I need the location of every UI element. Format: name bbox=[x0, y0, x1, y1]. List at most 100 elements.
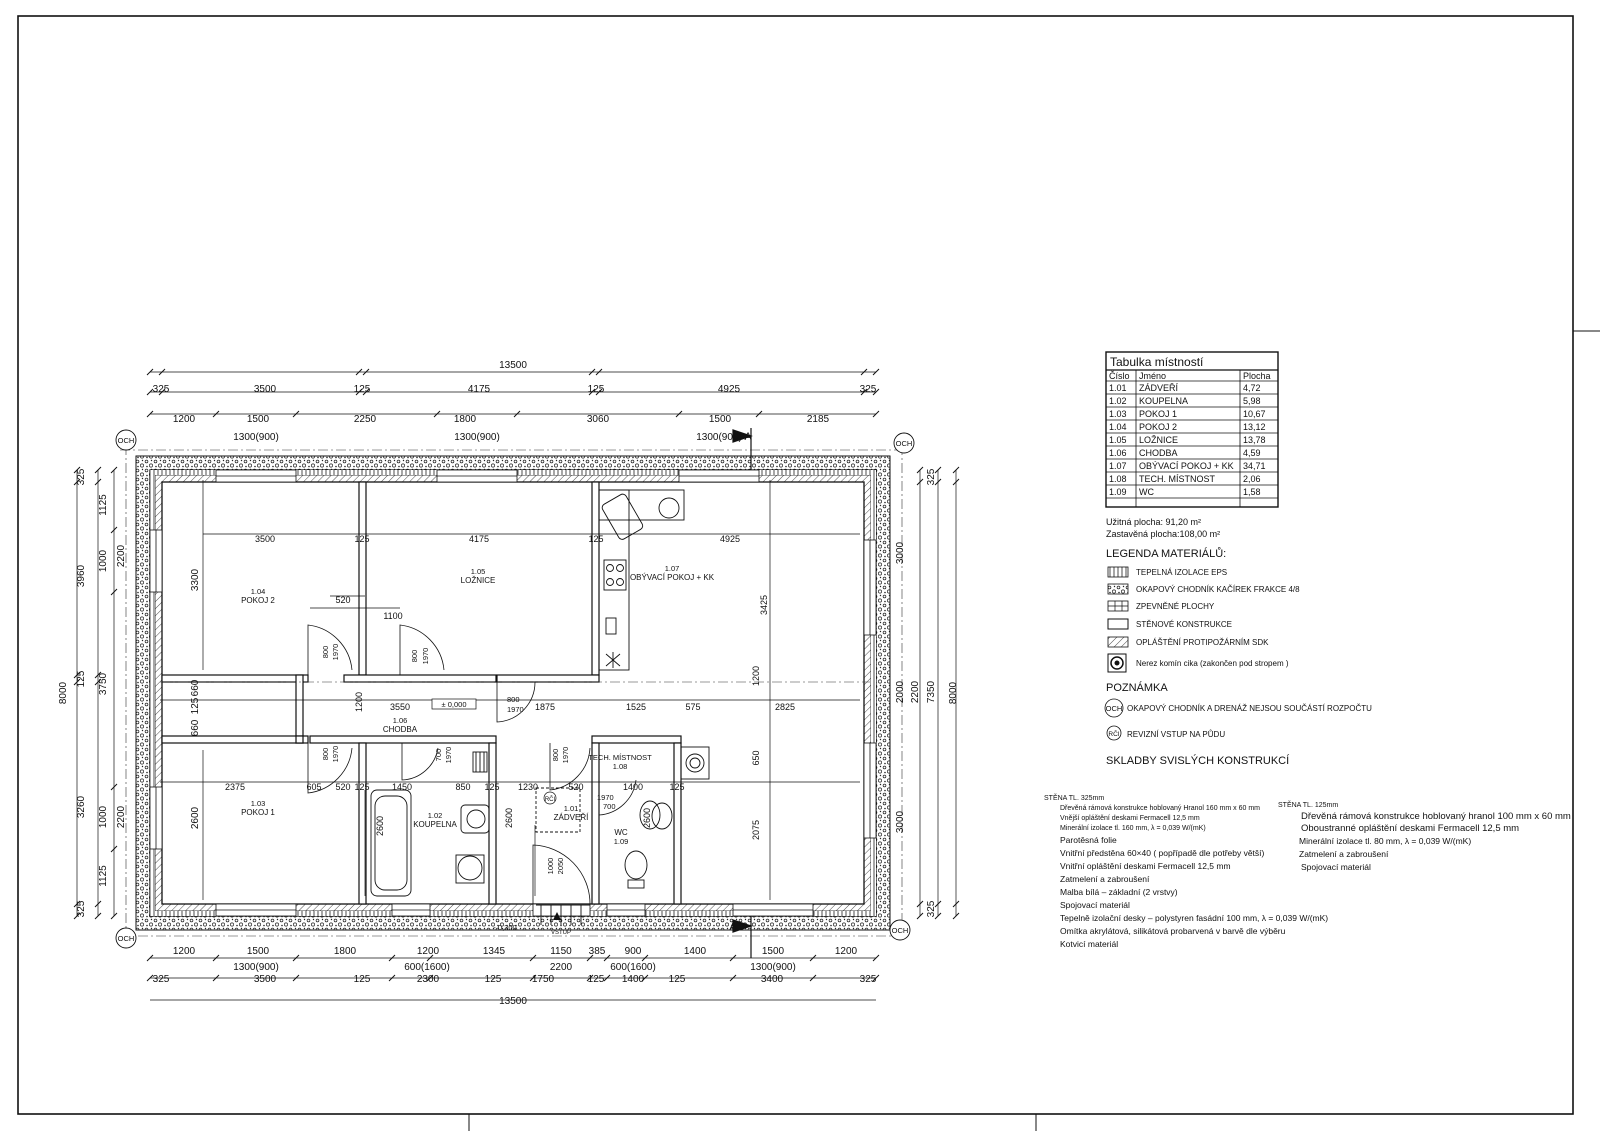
note-symbol: RČI bbox=[1108, 729, 1119, 738]
dim: 325 bbox=[76, 468, 87, 485]
dim-left-total: 8000 bbox=[58, 681, 69, 704]
sheet-frame bbox=[17, 15, 1600, 1131]
dim: 700 bbox=[603, 802, 616, 811]
dim-tick bbox=[872, 954, 880, 962]
floor-plan: OCH OCH OCH OCH 13500 13500 8000 8000 32… bbox=[58, 360, 960, 1007]
dim: 1450 bbox=[392, 782, 412, 792]
section-label-top: A bbox=[744, 431, 752, 443]
dim-tick bbox=[952, 912, 960, 920]
dim: 2200 bbox=[116, 805, 127, 828]
dim-top-total: 13500 bbox=[499, 360, 527, 371]
dim: 2250 bbox=[354, 414, 377, 425]
dim-right-total: 8000 bbox=[948, 681, 959, 704]
dim-tick bbox=[94, 478, 102, 486]
dim-bottom-total: 13500 bbox=[499, 996, 527, 1007]
dim-tick bbox=[73, 478, 81, 486]
legend-title: LEGENDA MATERIÁLŮ: bbox=[1106, 547, 1226, 560]
dim: 325 bbox=[76, 900, 87, 917]
dim-tick bbox=[94, 912, 102, 920]
wall125-line: Minerální izolace tl. 80 mm, λ = 0,039 W… bbox=[1299, 836, 1471, 846]
legend-label: ZPEVNĚNÉ PLOCHY bbox=[1136, 602, 1215, 611]
rci-marker: RČI bbox=[545, 796, 556, 803]
legend-label: OKAPOVÝ CHODNÍK KAČÍREK FRAKCE 4/8 bbox=[1136, 585, 1300, 594]
dim-tick bbox=[916, 478, 924, 486]
level-marker: ± 0,000 bbox=[442, 700, 467, 709]
table-cell-name: CHODBA bbox=[1139, 448, 1178, 458]
dim: 1400 bbox=[623, 782, 643, 792]
dim: 800 bbox=[321, 748, 330, 761]
wall125-line: Oboustranné opláštění deskami Fermacell … bbox=[1301, 823, 1519, 834]
dim-tick bbox=[641, 954, 649, 962]
dimension-lines bbox=[76, 371, 957, 1001]
room-table-title: Tabulka místností bbox=[1110, 355, 1204, 369]
dimension-ticks bbox=[73, 368, 960, 982]
dim: 1500 bbox=[247, 414, 270, 425]
section-label-bottom: A bbox=[729, 921, 737, 933]
dim-tick bbox=[212, 410, 220, 418]
dim: 325 bbox=[860, 974, 877, 985]
note-symbol: OCH bbox=[1106, 704, 1123, 713]
dim: 2200 bbox=[910, 680, 921, 703]
washbasin-icon bbox=[460, 804, 490, 834]
dim: 2200 bbox=[550, 962, 573, 973]
sdk-icon bbox=[1107, 636, 1129, 648]
dim: 1300(900) bbox=[454, 432, 500, 443]
dim-tick bbox=[355, 368, 363, 376]
dim-tick bbox=[158, 388, 166, 396]
dim-tick bbox=[934, 466, 942, 474]
dim-tick bbox=[755, 410, 763, 418]
dim-tick bbox=[675, 410, 683, 418]
dim-tick bbox=[872, 410, 880, 418]
dim-tick bbox=[513, 410, 521, 418]
axis-lines bbox=[120, 445, 903, 940]
table-cell-area: 13,12 bbox=[1243, 422, 1266, 432]
dim-tick bbox=[595, 388, 603, 396]
dim-tick bbox=[110, 466, 118, 474]
table-cell-name: OBÝVACÍ POKOJ + KK bbox=[1139, 461, 1234, 471]
dim: 385 bbox=[589, 946, 606, 957]
table-cell-area: 4,59 bbox=[1243, 448, 1261, 458]
dim-tick bbox=[73, 678, 81, 686]
dim: 325 bbox=[926, 468, 937, 485]
dim-tick bbox=[292, 974, 300, 982]
dim: 1800 bbox=[454, 414, 477, 425]
dim-tick bbox=[158, 368, 166, 376]
wall325-line: Kotvicí materiál bbox=[1060, 939, 1118, 949]
wc-basin-icon bbox=[651, 802, 673, 830]
dim: 1500 bbox=[709, 414, 732, 425]
och-marker-label: OCH bbox=[118, 436, 135, 445]
och-markers: OCH OCH OCH OCH bbox=[115, 429, 915, 949]
dim: 3500 bbox=[255, 534, 275, 544]
dim-tick bbox=[729, 954, 737, 962]
entry-label: VSTUP bbox=[551, 930, 571, 936]
table-cell-number: 1.09 bbox=[1109, 487, 1127, 497]
dim-tick bbox=[586, 974, 594, 982]
room-name: KOUPELNA bbox=[413, 820, 457, 829]
dim-tick bbox=[595, 368, 603, 376]
dim: 1125 bbox=[98, 494, 109, 516]
table-cell-name: TECH. MÍSTNOST bbox=[1139, 474, 1216, 484]
dim-tick bbox=[388, 954, 396, 962]
note-label: REVIZNÍ VSTUP NA PŮDU bbox=[1127, 730, 1225, 739]
bathtub-icon bbox=[370, 789, 412, 897]
hob-icon bbox=[603, 559, 627, 591]
dim-tick bbox=[362, 368, 370, 376]
legend-label: Nerez komín cika (zakončen pod stropem ) bbox=[1136, 659, 1289, 668]
table-cell-number: 1.07 bbox=[1109, 461, 1127, 471]
dim: 1125 bbox=[98, 865, 109, 887]
table-cell-number: 1.02 bbox=[1109, 396, 1127, 406]
room-name: CHODBA bbox=[383, 725, 418, 734]
table-cell-name: WC bbox=[1139, 487, 1154, 497]
dim-tick bbox=[73, 671, 81, 679]
dim: 3000 bbox=[895, 541, 906, 564]
room-number: 1.02 bbox=[428, 811, 443, 820]
och-marker-label: OCH bbox=[892, 926, 909, 935]
dim: 1200 bbox=[417, 946, 440, 957]
dim: 1970 bbox=[507, 705, 524, 714]
dim-tick bbox=[433, 410, 441, 418]
dim: 125 bbox=[669, 974, 686, 985]
table-cell-number: 1.06 bbox=[1109, 448, 1127, 458]
wall325-line: Vnější opláštění deskami Fermacell 12,5 … bbox=[1060, 815, 1200, 822]
table-header: Číslo bbox=[1109, 371, 1130, 381]
